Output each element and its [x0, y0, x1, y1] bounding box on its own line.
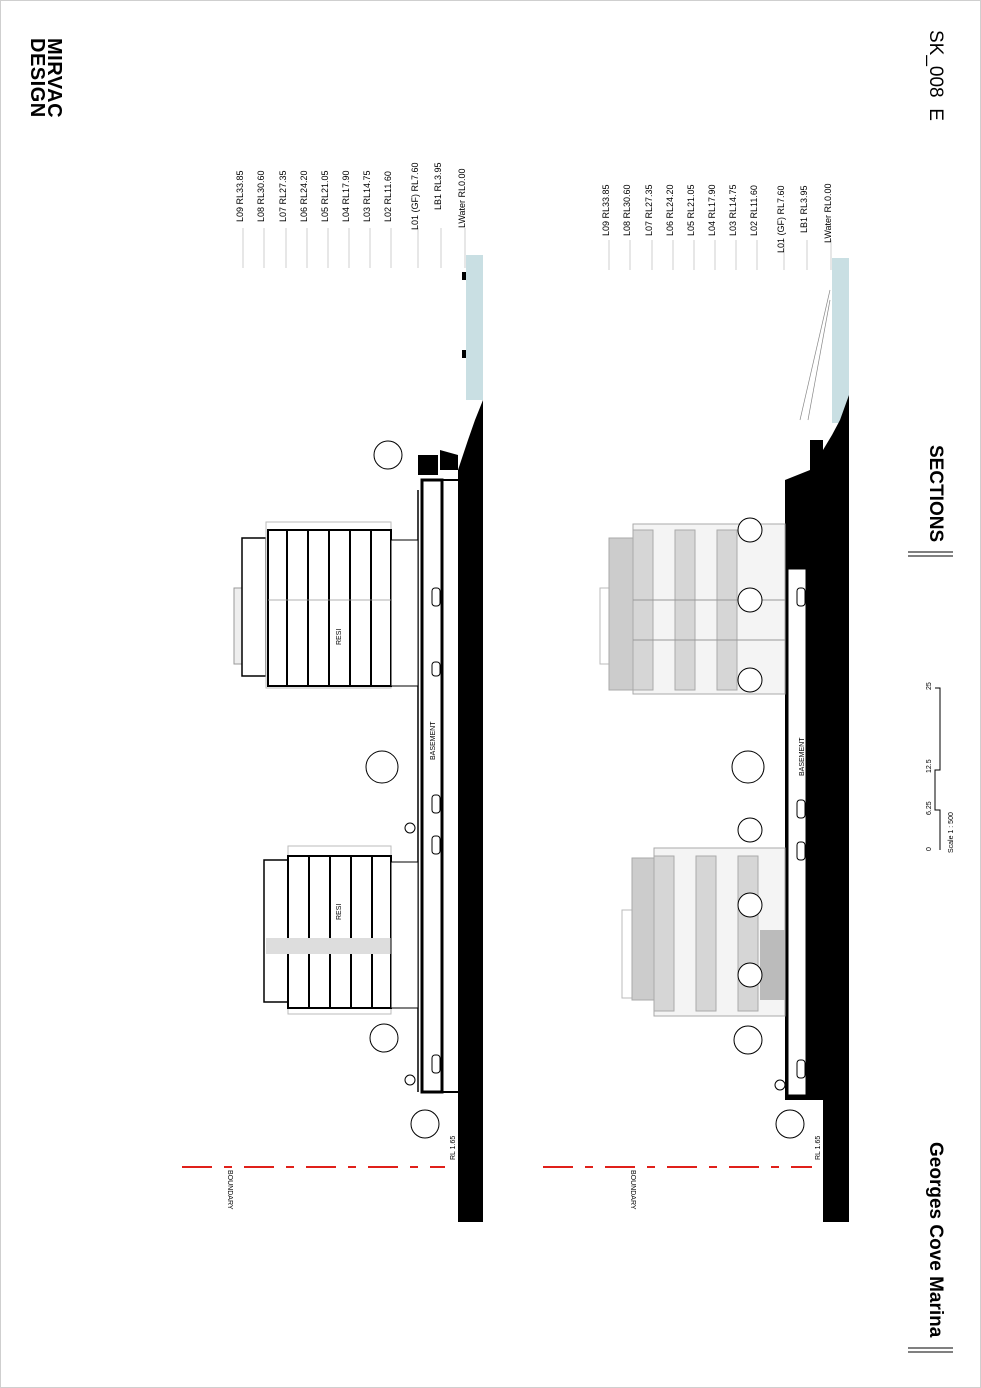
s2-rl-label: RL 1.65: [815, 1135, 822, 1160]
s1-level-l08: L08 RL30.60: [256, 170, 266, 222]
s1-level-l04: L04 RL17.90: [341, 170, 351, 222]
s2-level-l02: L02 RL11.60: [749, 185, 759, 236]
scale-tick-0: 0: [926, 847, 933, 851]
scale-tick-625: 6.25: [926, 801, 933, 815]
section-1-trees: [365, 440, 440, 1139]
section-1-building-a: [233, 521, 419, 689]
scale-tick-25: 25: [926, 682, 933, 690]
s2-level-l01: L01 (GF) RL7.60: [776, 185, 786, 253]
scale-tick-125: 12.5: [926, 759, 933, 773]
section-2-water: [832, 258, 849, 423]
s2-level-l06: L06 RL24.20: [665, 184, 675, 236]
title-separators: [908, 551, 953, 1353]
s1-resi-label-b: RESI: [336, 903, 343, 920]
s2-level-l05: L05 RL21.05: [686, 184, 696, 236]
section-1: [182, 228, 483, 1222]
section-2-ground: [823, 395, 849, 1222]
section-2-building-a: [599, 523, 786, 695]
section-2-trees: [731, 517, 805, 1139]
s1-level-l06: L06 RL24.20: [299, 170, 309, 222]
s2-level-l07: L07 RL27.35: [644, 184, 654, 236]
scale-label: Scale 1 : 500: [948, 812, 955, 853]
section-1-water: [466, 255, 483, 400]
s1-level-lb1: LB1 RL3.95: [433, 162, 443, 210]
s1-basement-label: BASEMENT: [430, 721, 437, 760]
section-1-building-b: [263, 845, 419, 1015]
s1-level-lwater: LWater RL0.00: [457, 168, 467, 228]
scale-bar: [934, 687, 941, 850]
s1-boundary-label: BOUNDARY: [226, 1170, 233, 1210]
section-2: [543, 240, 849, 1222]
s1-rl-label: RL 1.65: [450, 1135, 457, 1160]
s2-level-l08: L08 RL30.60: [622, 184, 632, 236]
s2-level-l03: L03 RL14.75: [728, 184, 738, 236]
s2-level-lb1: LB1 RL3.95: [799, 185, 809, 233]
section-2-basement: [785, 566, 809, 1098]
section-1-level-lines: [242, 228, 466, 268]
section-2-building-b: [621, 847, 786, 1017]
s1-level-l09: L09 RL33.85: [235, 170, 245, 222]
s1-level-l01: L01 (GF) RL7.60: [410, 162, 420, 230]
s2-boundary-label: BOUNDARY: [629, 1170, 636, 1210]
section-1-basement: [420, 478, 444, 1094]
s1-resi-label-a: RESI: [336, 628, 343, 645]
s1-level-l07: L07 RL27.35: [278, 170, 288, 222]
s2-basement-label: BASEMENT: [799, 737, 806, 776]
s2-level-lwater: LWater RL0.00: [823, 183, 833, 243]
s1-level-l02: L02 RL11.60: [383, 171, 393, 222]
section-2-level-lines: [608, 240, 832, 270]
section-1-ground: [458, 400, 483, 1222]
s2-level-l04: L04 RL17.90: [707, 184, 717, 236]
s1-level-l03: L03 RL14.75: [362, 170, 372, 222]
s1-level-l05: L05 RL21.05: [320, 170, 330, 222]
s2-level-l09: L09 RL33.85: [601, 184, 611, 236]
